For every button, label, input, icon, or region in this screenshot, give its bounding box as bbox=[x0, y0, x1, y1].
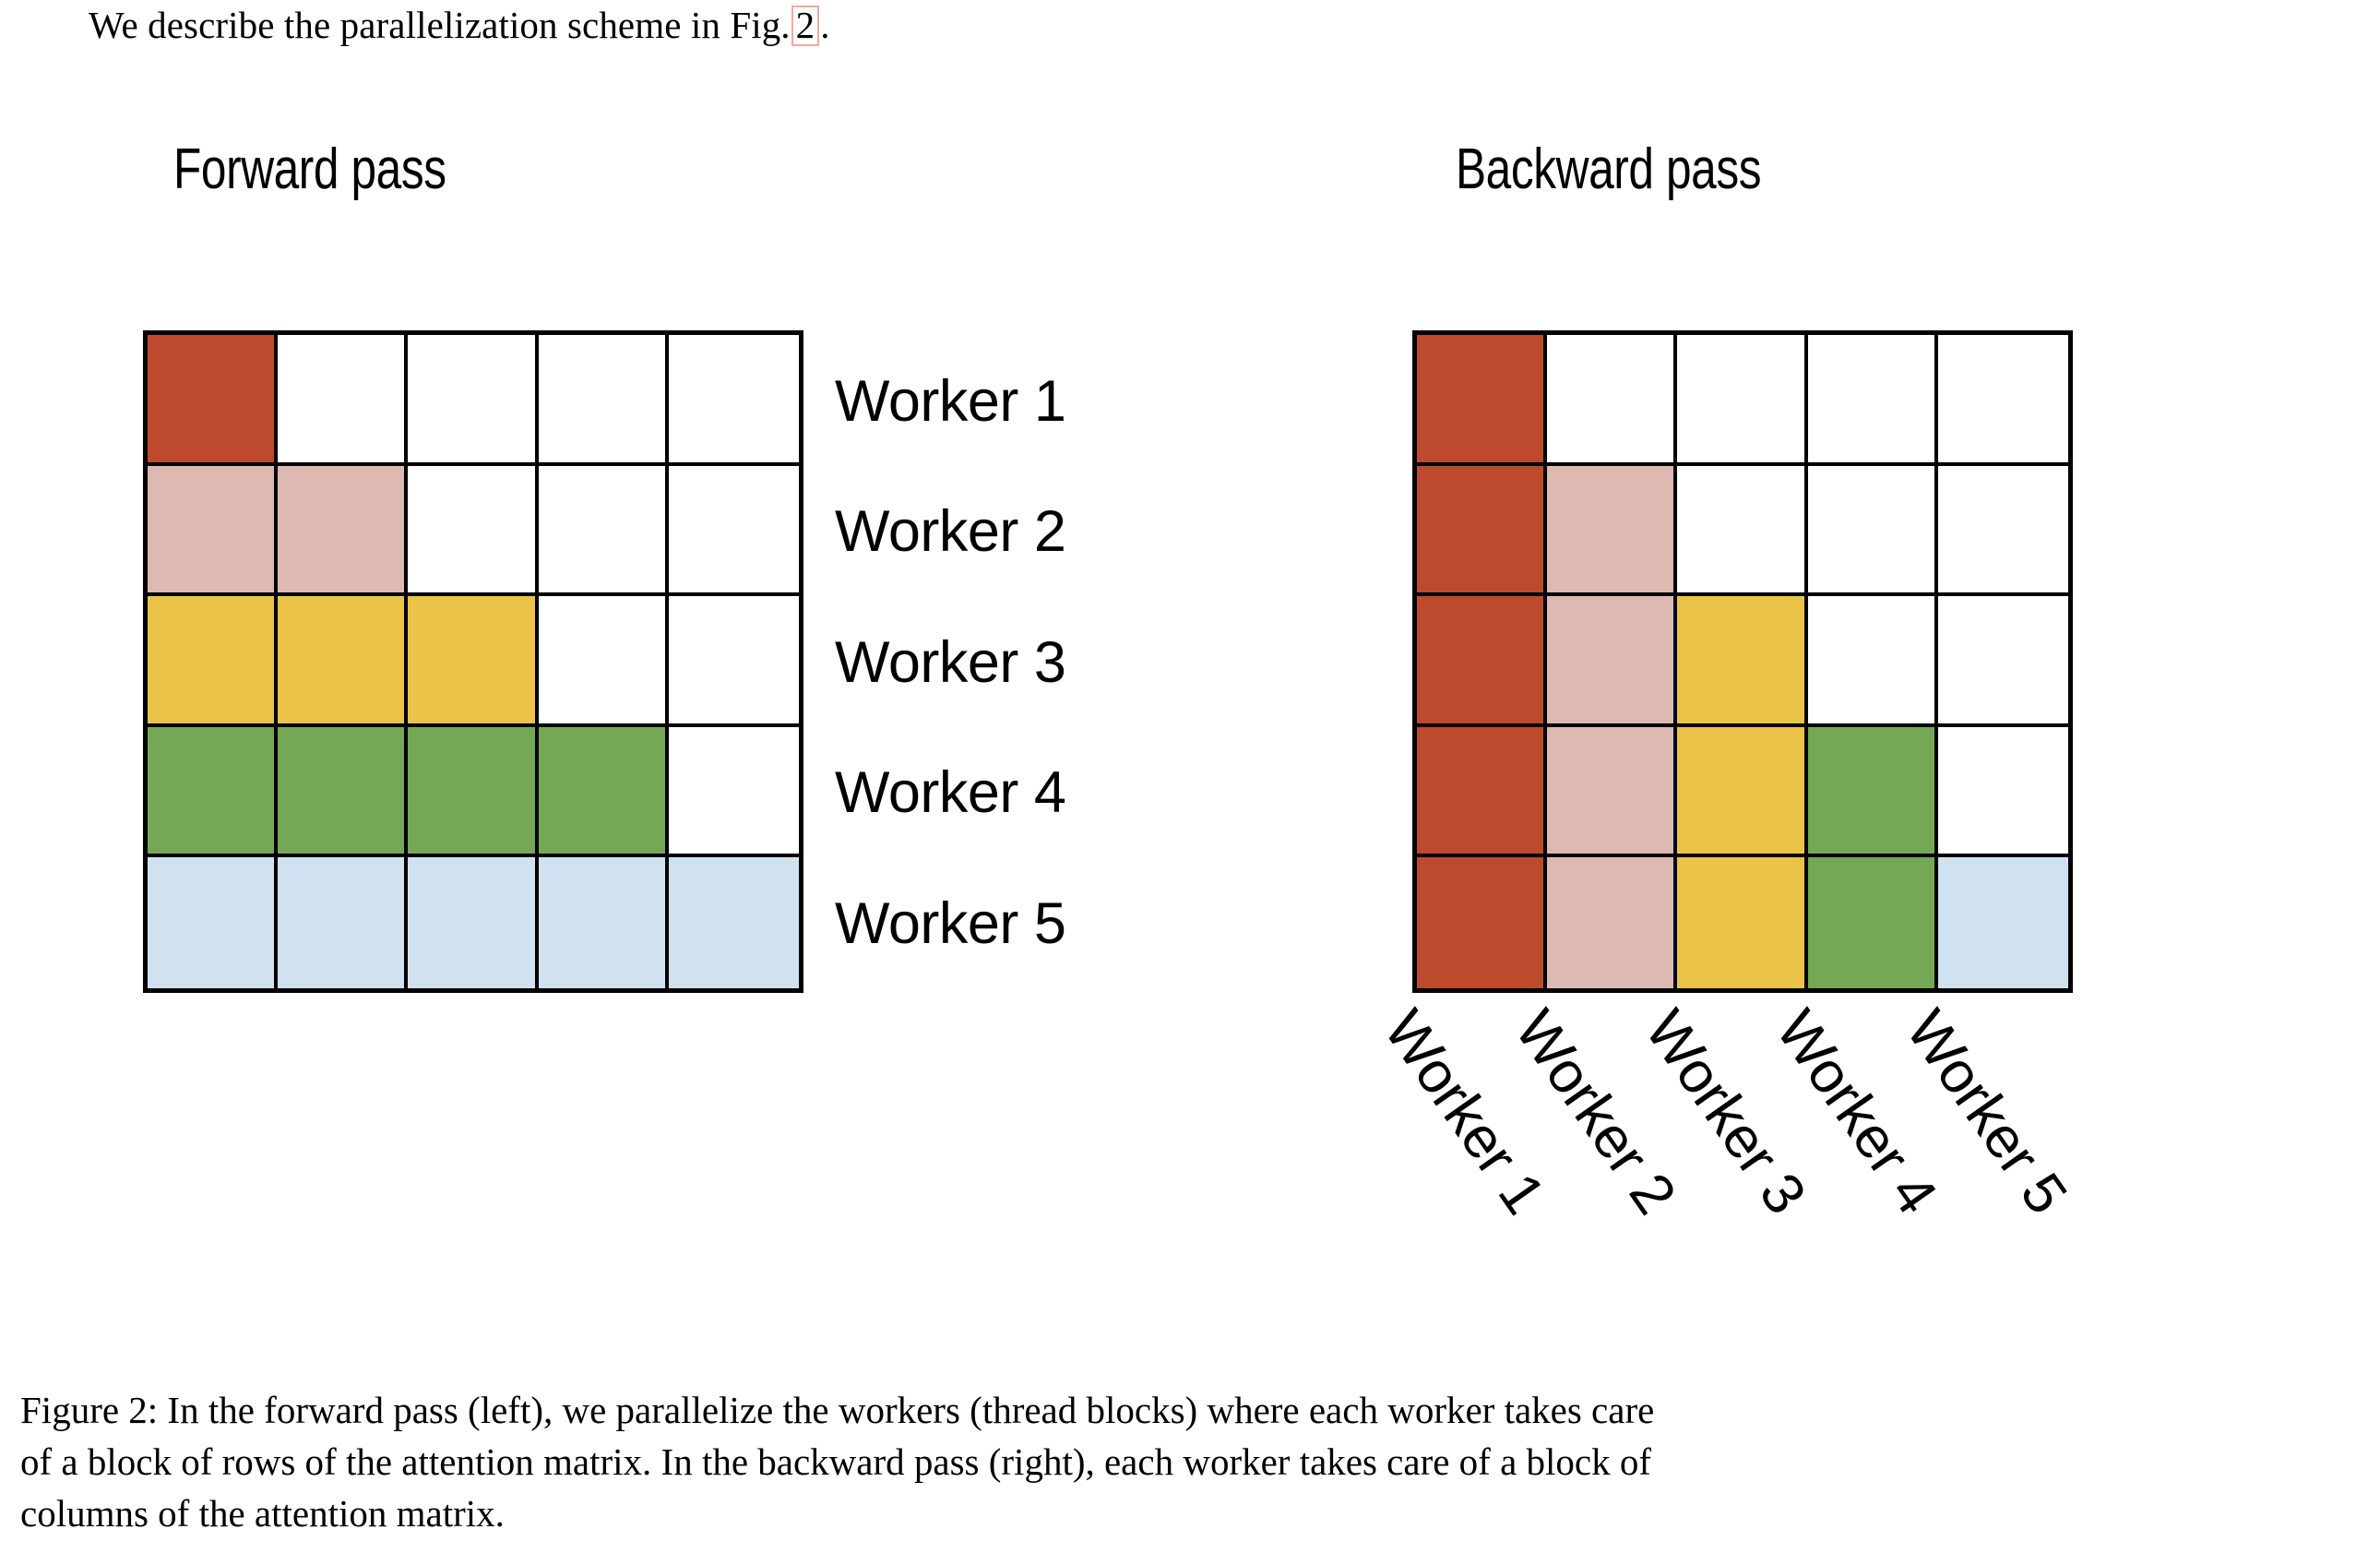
matrix-cell bbox=[1677, 726, 1808, 858]
matrix-cell bbox=[1417, 726, 1548, 858]
forward-row-label-worker-4: Worker 4 bbox=[835, 760, 1066, 826]
matrix-cell bbox=[148, 726, 279, 858]
matrix-cell bbox=[1417, 335, 1548, 466]
matrix-cell bbox=[278, 465, 409, 597]
matrix-cell bbox=[1937, 596, 2068, 727]
forward-row-label-worker-3: Worker 3 bbox=[835, 629, 1066, 695]
matrix-cell bbox=[1937, 465, 2068, 597]
matrix-cell bbox=[278, 335, 409, 466]
matrix-cell bbox=[538, 857, 669, 988]
matrix-cell bbox=[1547, 465, 1678, 597]
forward-pass-matrix bbox=[143, 330, 803, 993]
matrix-cell bbox=[538, 596, 669, 727]
matrix-cell bbox=[668, 596, 799, 727]
matrix-cell bbox=[668, 465, 799, 597]
matrix-cell bbox=[1677, 596, 1808, 727]
figure-caption: Figure 2: In the forward pass (left), we… bbox=[20, 1384, 2358, 1539]
matrix-cell bbox=[1807, 596, 1938, 727]
matrix-cell bbox=[1937, 857, 2068, 988]
forward-pass-title: Forward pass bbox=[173, 137, 446, 201]
matrix-cell bbox=[148, 596, 279, 727]
backward-pass-matrix bbox=[1412, 330, 2073, 993]
intro-text-after-ref: . bbox=[820, 4, 830, 46]
matrix-cell bbox=[1937, 335, 2068, 466]
caption-line-3: columns of the attention matrix. bbox=[20, 1492, 505, 1535]
intro-sentence: We describe the parallelization scheme i… bbox=[89, 0, 830, 50]
matrix-cell bbox=[1677, 335, 1808, 466]
matrix-cell bbox=[278, 857, 409, 988]
caption-line-1: Figure 2: In the forward pass (left), we… bbox=[20, 1389, 1655, 1431]
matrix-cell bbox=[148, 465, 279, 597]
matrix-cell bbox=[1547, 857, 1678, 988]
matrix-cell bbox=[408, 465, 539, 597]
matrix-cell bbox=[148, 335, 279, 466]
matrix-cell bbox=[1807, 857, 1938, 988]
matrix-cell bbox=[1807, 335, 1938, 466]
matrix-cell bbox=[408, 857, 539, 988]
matrix-cell bbox=[278, 726, 409, 858]
matrix-cell bbox=[538, 335, 669, 466]
matrix-cell bbox=[1547, 335, 1678, 466]
matrix-cell bbox=[1417, 857, 1548, 988]
matrix-cell bbox=[1677, 465, 1808, 597]
matrix-cell bbox=[668, 857, 799, 988]
matrix-cell bbox=[668, 726, 799, 858]
backward-pass-title: Backward pass bbox=[1456, 137, 1762, 201]
intro-text-before-ref: We describe the parallelization scheme i… bbox=[89, 4, 791, 46]
forward-row-label-worker-1: Worker 1 bbox=[835, 368, 1066, 434]
matrix-cell bbox=[408, 726, 539, 858]
matrix-cell bbox=[1547, 726, 1678, 858]
figure-reference-link[interactable]: 2 bbox=[791, 6, 820, 46]
matrix-cell bbox=[1677, 857, 1808, 988]
matrix-cell bbox=[1417, 596, 1548, 727]
matrix-cell bbox=[408, 335, 539, 466]
matrix-cell bbox=[278, 596, 409, 727]
matrix-cell bbox=[1807, 726, 1938, 858]
matrix-cell bbox=[1937, 726, 2068, 858]
matrix-cell bbox=[538, 726, 669, 858]
caption-line-2: of a block of rows of the attention matr… bbox=[20, 1440, 1652, 1483]
matrix-cell bbox=[538, 465, 669, 597]
matrix-cell bbox=[408, 596, 539, 727]
matrix-cell bbox=[1547, 596, 1678, 727]
matrix-cell bbox=[1417, 465, 1548, 597]
matrix-cell bbox=[668, 335, 799, 466]
forward-row-label-worker-2: Worker 2 bbox=[835, 499, 1066, 565]
matrix-cell bbox=[1807, 465, 1938, 597]
forward-row-label-worker-5: Worker 5 bbox=[835, 890, 1066, 956]
matrix-cell bbox=[148, 857, 279, 988]
